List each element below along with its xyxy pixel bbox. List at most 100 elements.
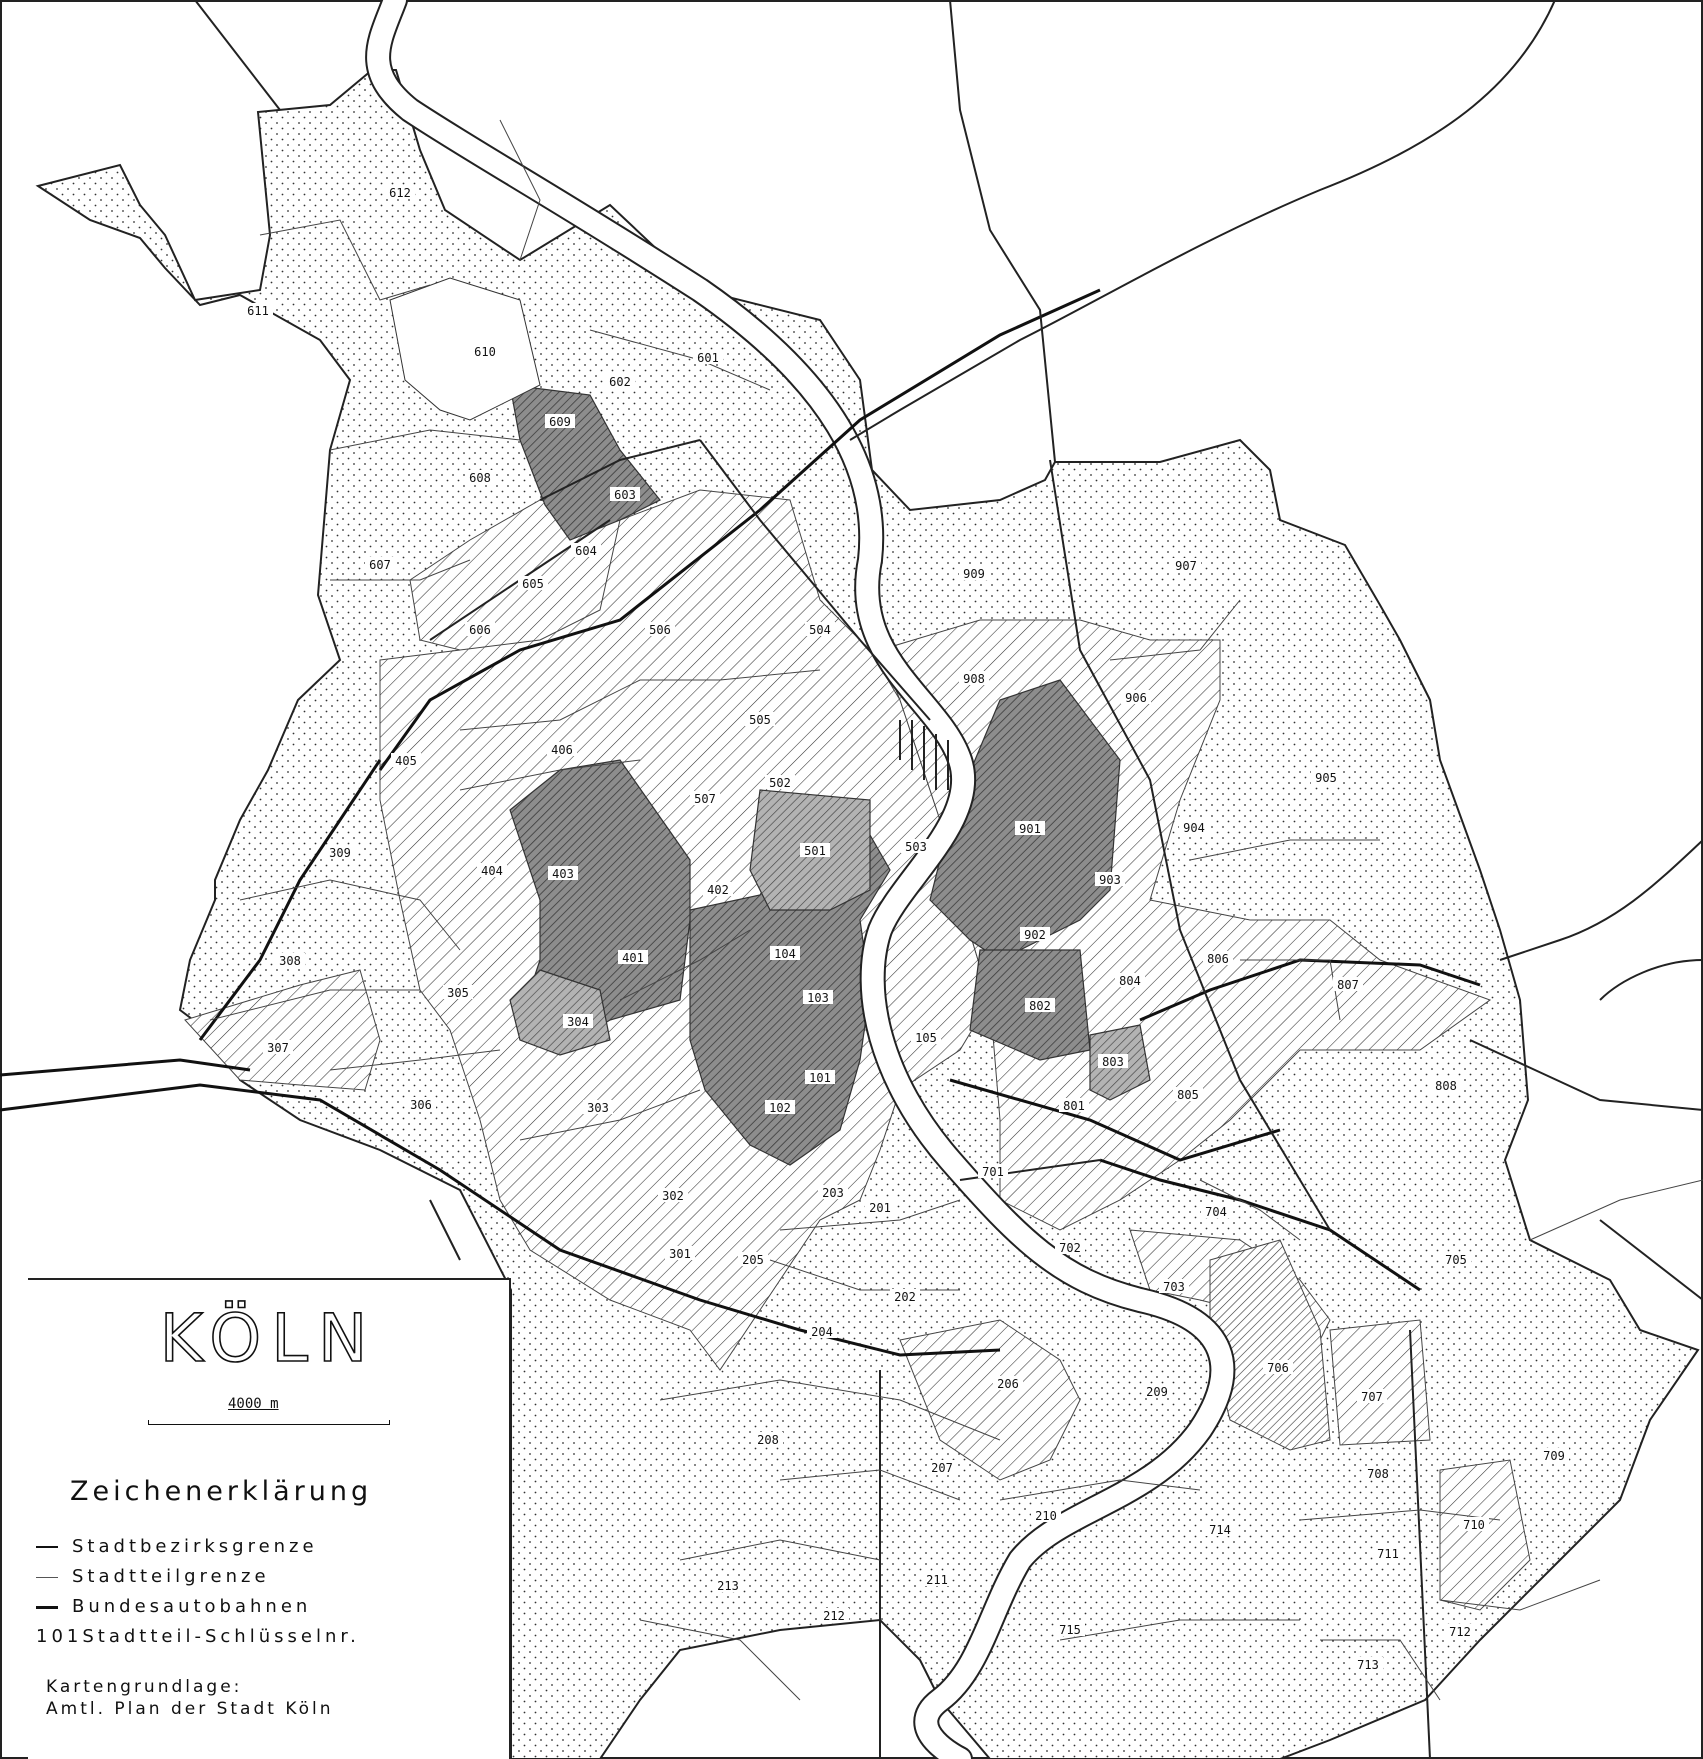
map-title: KÖLN: [159, 1299, 378, 1378]
district-label-bg: [819, 1608, 849, 1622]
district-label: 807: [1333, 977, 1363, 992]
district-label-bg: [1445, 1624, 1475, 1638]
district-label: 307: [263, 1040, 293, 1055]
district-code: 503: [905, 840, 927, 854]
legend-box: KÖLN 4000 m Zeichenerklärung Stadtbezirk…: [28, 1278, 511, 1759]
district-code: 205: [742, 1253, 764, 1267]
district-label: 905: [1311, 770, 1341, 785]
district-label: 308: [275, 953, 305, 968]
district-code: 702: [1059, 1241, 1081, 1255]
district-code: 605: [522, 577, 544, 591]
district-code: 908: [963, 672, 985, 686]
district-code: 302: [662, 1189, 684, 1203]
district-code: 902: [1024, 928, 1046, 942]
district-code: 907: [1175, 559, 1197, 573]
district-code: 207: [931, 1461, 953, 1475]
district-label-bg: [927, 1460, 957, 1474]
district-code: 105: [915, 1031, 937, 1045]
district-code: 803: [1102, 1055, 1124, 1069]
district-code: 307: [267, 1041, 289, 1055]
district-code: 306: [410, 1098, 432, 1112]
district-label-bg: [1142, 1384, 1172, 1398]
legend-item-label: Stadtbezirksgrenze: [72, 1536, 318, 1557]
district-label: 210: [1031, 1508, 1061, 1523]
district-label-bg: [800, 843, 830, 857]
district-code: 715: [1059, 1623, 1081, 1637]
district-label-bg: [1539, 1448, 1569, 1462]
legend-item-district-border: Stadtbezirksgrenze: [36, 1536, 318, 1557]
district-label-bg: [563, 1014, 593, 1028]
district-code: 201: [869, 1201, 891, 1215]
district-label: 711: [1373, 1546, 1403, 1561]
district-label: 708: [1363, 1466, 1393, 1481]
district-code: 305: [447, 986, 469, 1000]
district-label-bg: [1020, 927, 1050, 941]
district-label-bg: [745, 712, 775, 726]
district-label: 103: [803, 990, 833, 1005]
district-code: 303: [587, 1101, 609, 1115]
district-code: 806: [1207, 952, 1229, 966]
district-label: 201: [865, 1200, 895, 1215]
quarter-border-symbol: [36, 1576, 58, 1578]
district-code: 703: [1163, 1280, 1185, 1294]
district-label-bg: [1201, 1204, 1231, 1218]
district-code: 611: [247, 304, 269, 318]
district-label-bg: [959, 671, 989, 685]
district-label-bg: [922, 1572, 952, 1586]
district-label-bg: [993, 1376, 1023, 1390]
district-border-symbol: [36, 1546, 58, 1548]
district-code: 706: [1267, 1361, 1289, 1375]
district-label-bg: [1159, 1279, 1189, 1293]
district-label: 611: [243, 303, 273, 318]
district-code: 602: [609, 375, 631, 389]
district-label: 806: [1203, 951, 1233, 966]
district-label: 803: [1098, 1054, 1128, 1069]
district-label: 212: [819, 1608, 849, 1623]
district-label: 405: [391, 753, 421, 768]
district-label-bg: [658, 1188, 688, 1202]
map-source: Kartengrundlage: Amtl. Plan der Stadt Kö…: [46, 1676, 334, 1720]
district-label: 607: [365, 557, 395, 572]
district-code: 807: [1337, 978, 1359, 992]
legend-item-motorway: Bundesautobahnen: [36, 1596, 311, 1617]
district-label-bg: [805, 622, 835, 636]
district-label: 306: [406, 1097, 436, 1112]
district-label-bg: [618, 950, 648, 964]
district-label: 609: [545, 414, 575, 429]
district-code: 905: [1315, 771, 1337, 785]
district-code: 203: [822, 1186, 844, 1200]
district-code: 804: [1119, 974, 1141, 988]
district-label: 302: [658, 1188, 688, 1203]
source-heading: Kartengrundlage:: [46, 1677, 243, 1697]
district-label-bg: [465, 470, 495, 484]
district-label-bg: [1031, 1508, 1061, 1522]
district-label: 704: [1201, 1204, 1231, 1219]
district-label: 604: [571, 543, 601, 558]
district-label-bg: [1203, 951, 1233, 965]
district-code: 709: [1543, 1449, 1565, 1463]
district-label: 901: [1015, 821, 1045, 836]
scale-bar: [148, 1420, 390, 1425]
district-label-bg: [1311, 770, 1341, 784]
district-code: 604: [575, 544, 597, 558]
district-label: 501: [800, 843, 830, 858]
district-label-bg: [645, 622, 675, 636]
river-rhine-water: [367, 0, 1234, 1759]
motorways: [0, 288, 1481, 1357]
district-code: 610: [474, 345, 496, 359]
district-label: 104: [770, 946, 800, 961]
district-label: 701: [978, 1164, 1008, 1179]
district-label-bg: [547, 742, 577, 756]
district-label-bg: [1357, 1389, 1387, 1403]
district-code: 801: [1063, 1099, 1085, 1113]
district-label: 202: [890, 1289, 920, 1304]
district-code: 705: [1445, 1253, 1467, 1267]
harbour-piers: [899, 720, 949, 790]
district-label: 301: [665, 1246, 695, 1261]
district-label: 309: [325, 845, 355, 860]
district-label-bg: [1059, 1098, 1089, 1112]
district-label: 605: [518, 576, 548, 591]
district-label: 211: [922, 1572, 952, 1587]
district-label-bg: [470, 344, 500, 358]
district-label-bg: [263, 1040, 293, 1054]
